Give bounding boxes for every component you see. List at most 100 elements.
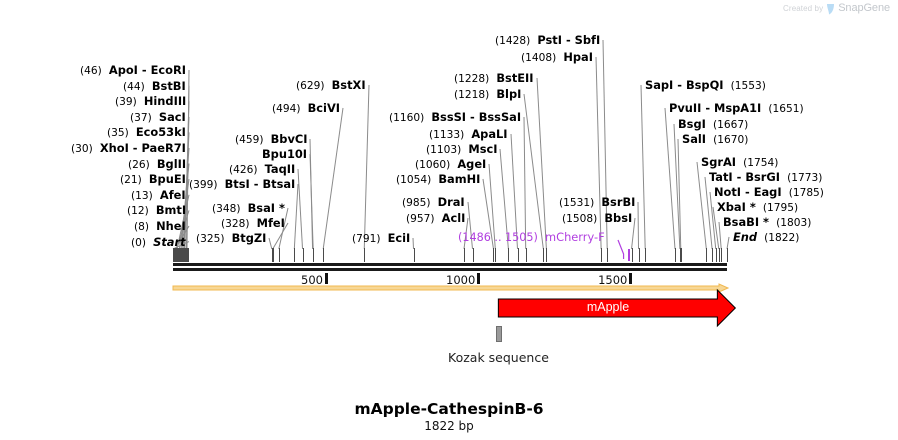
restriction-site-tick [715, 248, 717, 262]
enzyme-label: (494) BciVI [272, 102, 340, 115]
enzyme-label: (426) TaqII [229, 163, 295, 176]
restriction-site-tick [472, 248, 474, 262]
enzyme-name: BbvCI [270, 132, 308, 146]
enzyme-label: (348) BsaI * [212, 202, 285, 215]
ruler-scale-tick [325, 273, 329, 284]
enzyme-name: End [733, 230, 758, 244]
enzyme-name: XbaI * [717, 200, 756, 214]
restriction-site-tick [706, 248, 708, 262]
restriction-site-tick [182, 248, 184, 262]
enzyme-label: (1133) ApaLI [429, 128, 508, 141]
enzyme-name: EcoRI [150, 63, 186, 77]
enzyme-name: BtgZI [231, 231, 267, 245]
mapple-feature-arrow [497, 288, 737, 328]
restriction-site-tick [680, 248, 682, 262]
enzyme-name: BstBI [151, 78, 186, 93]
restriction-site-tick [645, 248, 647, 262]
enzyme-label: (957) AclI [406, 212, 465, 225]
enzyme-position: (21) [120, 174, 142, 187]
restriction-site-tick [517, 248, 519, 262]
enzyme-position: (1160) [389, 112, 425, 124]
enzyme-position: (348) [212, 203, 241, 215]
enzyme-label: (459) BbvCI [235, 133, 307, 146]
restriction-site-tick [721, 248, 723, 262]
restriction-site-tick [184, 248, 186, 262]
enzyme-position: (1670) [713, 134, 749, 146]
enzyme-label: (1054) BamHI [396, 173, 480, 186]
enzyme-label: (44) BstBI [123, 80, 186, 93]
restriction-site-tick [186, 248, 188, 262]
enzyme-position: (1667) [712, 119, 749, 131]
restriction-site-tick [173, 248, 175, 262]
enzyme-name: AfeI [159, 187, 186, 202]
restriction-site-tick [180, 248, 182, 262]
restriction-site-tick [179, 248, 181, 262]
enzyme-name: ApoI [108, 63, 138, 77]
mcherry-primer-tick [627, 249, 630, 261]
restriction-site-tick [413, 248, 415, 262]
enzyme-label: XbaI * (1795) [717, 201, 798, 214]
enzyme-label: SalI (1670) [682, 133, 748, 146]
ruler-scale-label: 1500 [598, 273, 628, 287]
enzyme-position: (44) [123, 80, 145, 93]
enzyme-name: NotI [714, 185, 742, 199]
mcherry-name: mCherry-F [545, 230, 605, 244]
enzyme-name: HpaI [563, 50, 593, 64]
plasmid-size-label: 1822 bp [424, 419, 474, 433]
enzyme-label: SgrAI (1754) [701, 156, 778, 169]
enzyme-position: (26) [128, 158, 150, 171]
mapple-feature-label: mApple [586, 300, 630, 314]
enzyme-name: BsaI * [247, 201, 285, 215]
enzyme-position: (1773) [787, 172, 823, 184]
restriction-site-tick [493, 248, 495, 262]
enzyme-position: (629) [296, 80, 325, 92]
restriction-site-tick [294, 248, 296, 262]
enzyme-position: (0) [131, 236, 147, 249]
enzyme-name: PvuII [669, 101, 702, 115]
enzyme-label: SapI - BspQI (1553) [645, 79, 766, 92]
enzyme-name: Bpu10I [262, 147, 308, 161]
enzyme-position: (30) [71, 143, 93, 155]
ruler-scale-tick [629, 273, 633, 284]
enzyme-name: BamHI [438, 172, 481, 186]
enzyme-name: SbfI [574, 33, 601, 47]
enzyme-label: (1160) BssSI - BssSaI [389, 111, 521, 124]
enzyme-name-separator: - [673, 78, 686, 92]
enzyme-position: (426) [229, 164, 258, 176]
enzyme-name: ApaLI [471, 127, 508, 141]
enzyme-position: (1133) [429, 129, 465, 141]
enzyme-position: (1795) [762, 202, 799, 214]
enzyme-name: BssSI [431, 110, 467, 124]
enzyme-position: (399) [189, 179, 218, 191]
enzyme-label: (791) EciI [352, 232, 410, 245]
enzyme-label: (1428) PstI - SbfI [495, 34, 600, 47]
enzyme-position: (39) [115, 96, 137, 109]
enzyme-position: (35) [107, 127, 129, 140]
enzyme-label: TatI - BsrGI (1773) [709, 171, 822, 184]
enzyme-position: (1508) [562, 213, 598, 225]
enzyme-label: PvuII - MspA1I (1651) [669, 102, 804, 115]
watermark-brand-label: SnapGene [838, 2, 890, 14]
enzyme-name: Eco53kI [135, 125, 186, 140]
restriction-site-tick [323, 248, 325, 262]
enzyme-label: (12) BmtI [127, 204, 186, 217]
enzyme-name: SacI [158, 109, 186, 124]
enzyme-label: (35) Eco53kI [107, 126, 186, 139]
enzyme-label: (0) Start [131, 236, 186, 249]
enzyme-name: PaeR7I [141, 141, 186, 155]
restriction-site-tick [364, 248, 366, 262]
enzyme-position: (791) [352, 233, 381, 245]
restriction-site-tick [312, 248, 314, 262]
ruler-bottom-rail [173, 268, 727, 271]
enzyme-name: BmtI [155, 203, 187, 218]
enzyme-position: (1054) [396, 174, 432, 186]
restriction-site-tick [712, 248, 714, 262]
enzyme-name: MspA1I [714, 101, 762, 115]
enzyme-label: (39) HindIII [115, 95, 186, 108]
enzyme-label: (21) BpuEI [120, 173, 186, 186]
enzyme-position: (1803) [776, 217, 812, 229]
enzyme-name-separator: - [466, 110, 479, 124]
enzyme-name: BssSaI [478, 110, 522, 124]
enzyme-position: (1408) [521, 52, 557, 64]
